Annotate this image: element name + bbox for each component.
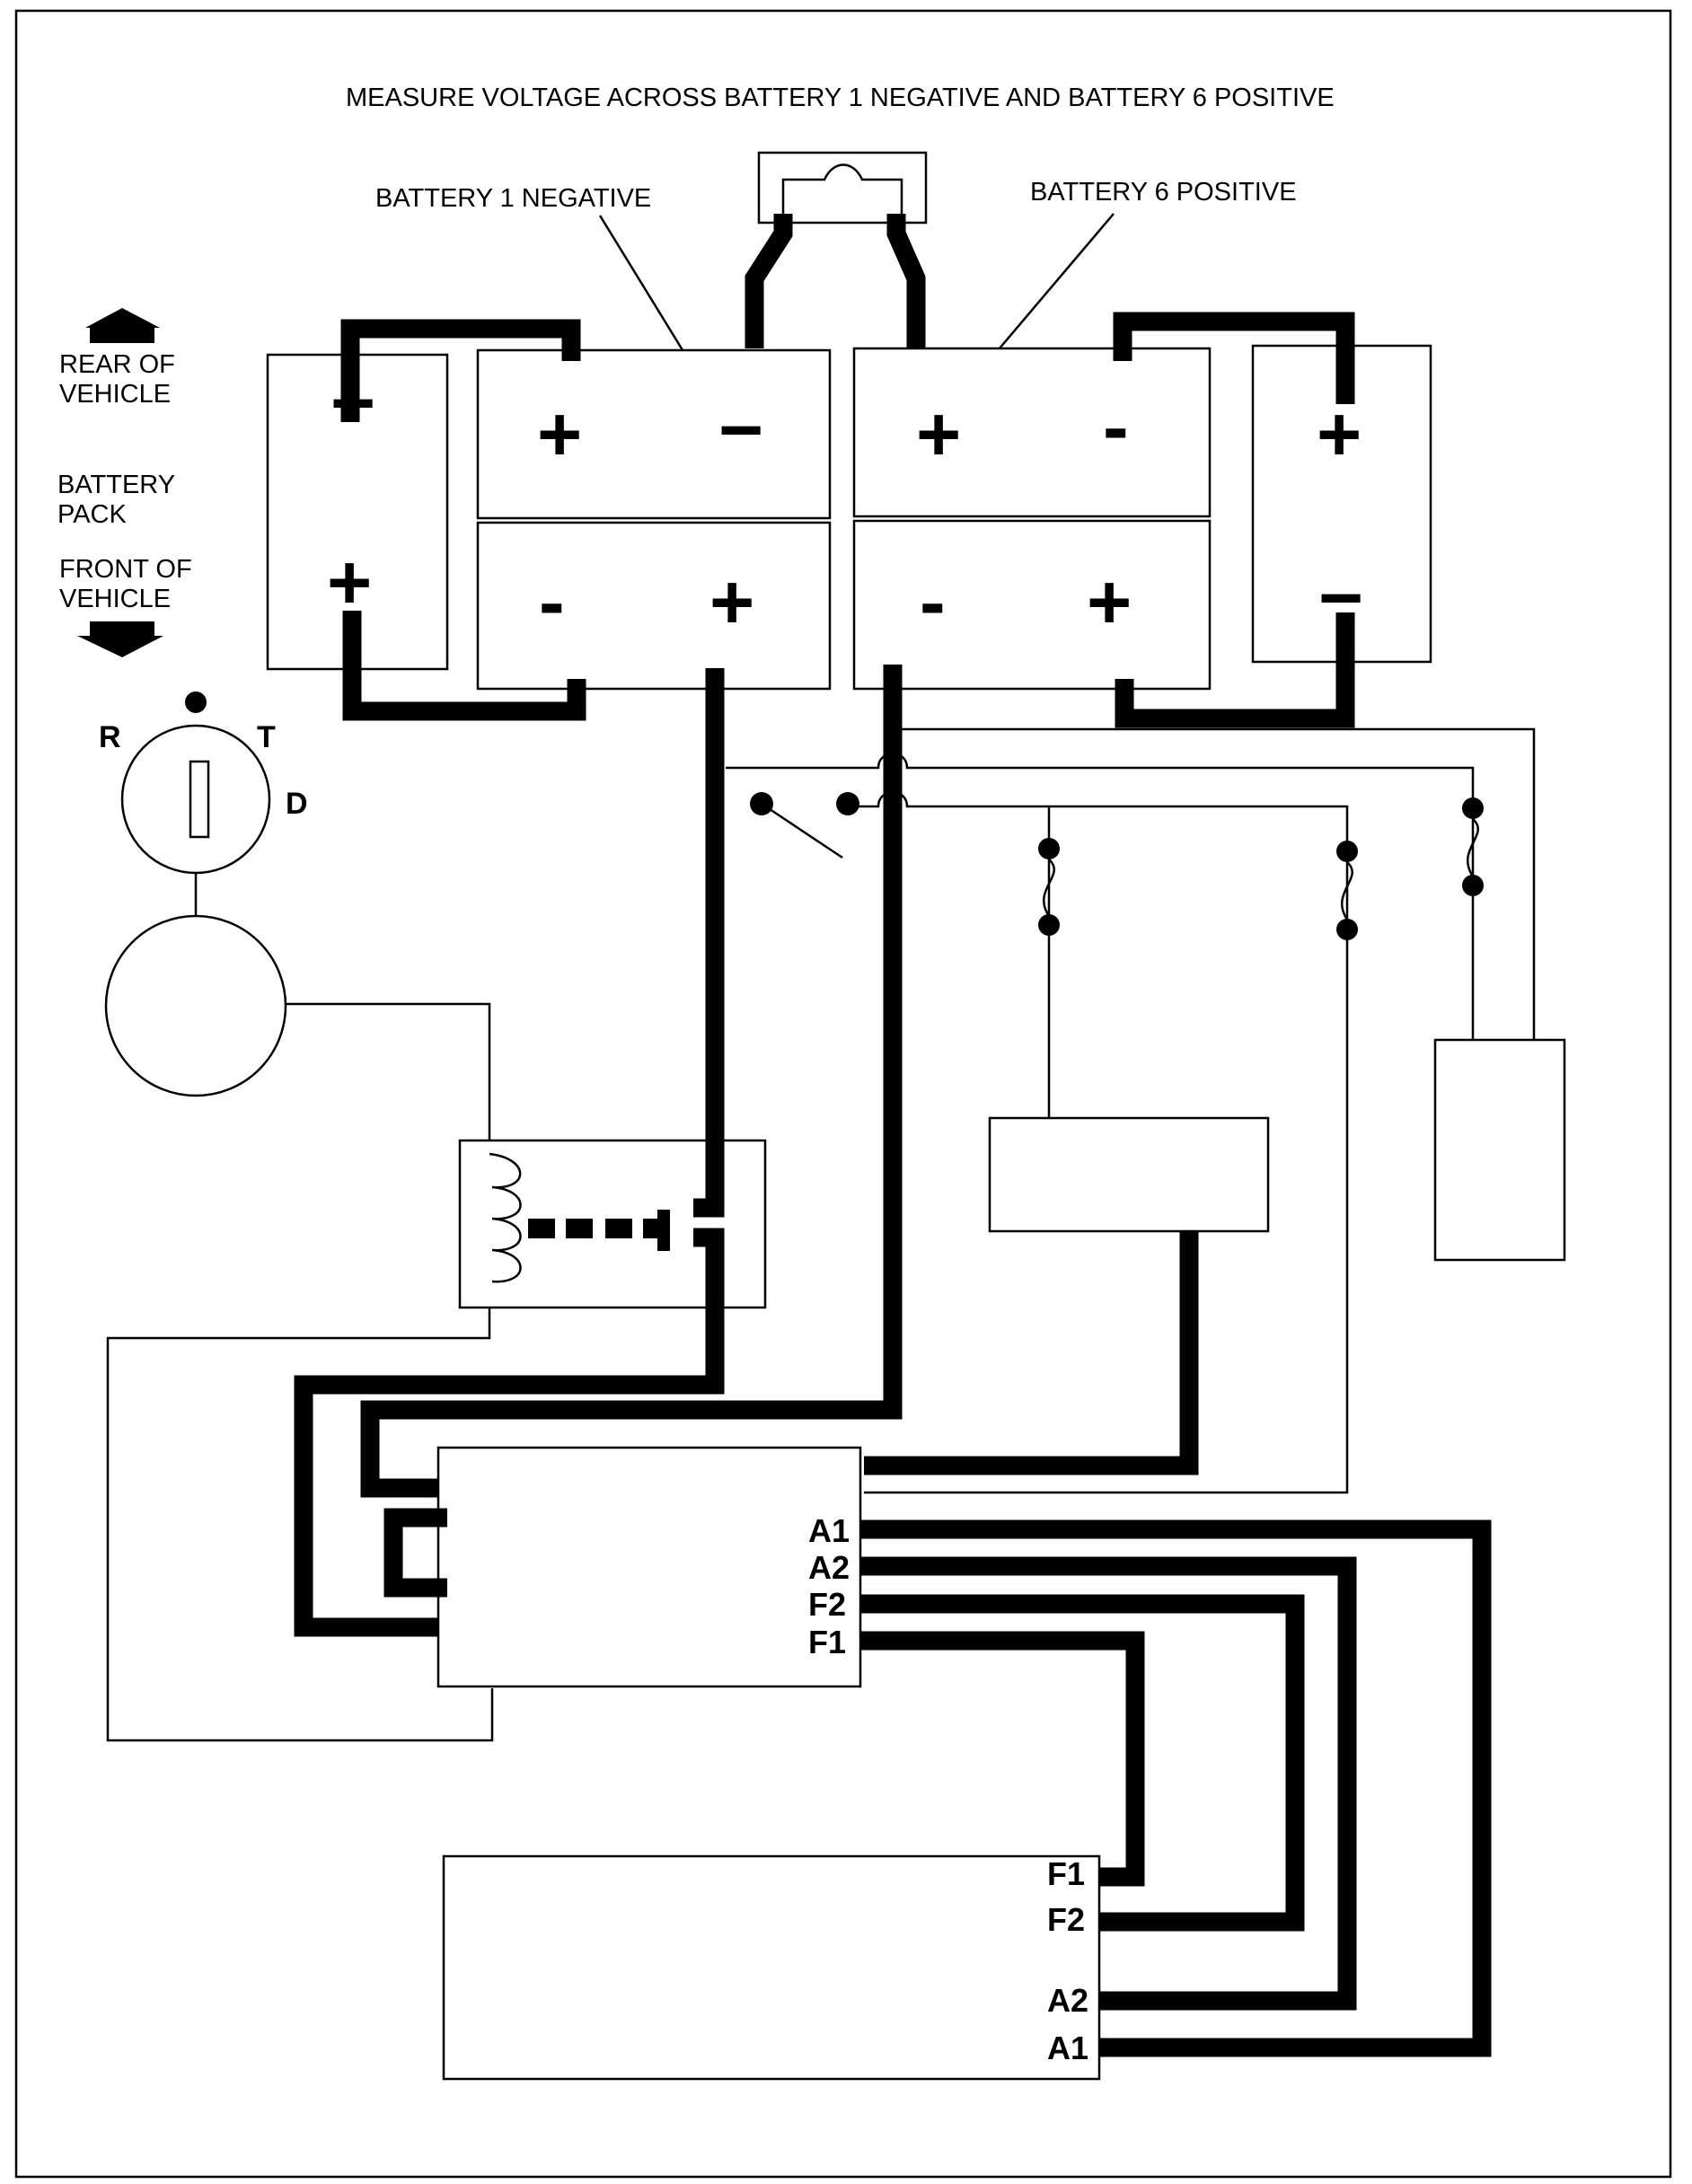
motor-terminal-a2: A2 bbox=[1047, 1982, 1088, 2019]
callout-battery1-negative: BATTERY 1 NEGATIVE bbox=[375, 184, 651, 213]
battery-top-left bbox=[476, 348, 832, 520]
motor-terminal-a1: A1 bbox=[1047, 2030, 1088, 2066]
strap-left-bottom bbox=[342, 611, 586, 721]
diagram-title: MEASURE VOLTAGE ACROSS BATTERY 1 NEGATIV… bbox=[346, 84, 1335, 112]
accessory-box-right bbox=[1433, 1038, 1566, 1262]
rear-label-line2: VEHICLE bbox=[59, 380, 171, 409]
cable-bat-pos bbox=[360, 665, 903, 1498]
motor bbox=[442, 1854, 1101, 2081]
cable-f1 bbox=[860, 1631, 1145, 1887]
sym-right-top: + bbox=[1317, 392, 1362, 478]
cable-f2 bbox=[860, 1594, 1305, 1932]
cable-bat-neg bbox=[693, 668, 725, 1218]
accessory-box-center bbox=[988, 1116, 1270, 1233]
front-label-line1: FRONT OF bbox=[59, 555, 192, 584]
wire-solenoid-bottom bbox=[106, 1308, 494, 1742]
page-frame bbox=[14, 9, 1672, 2179]
strap-right-top bbox=[1113, 312, 1355, 404]
motor-terminal-f1: F1 bbox=[1047, 1855, 1085, 1892]
sym-b3-bottom-right: + bbox=[1087, 559, 1132, 646]
controller-terminal-f1: F1 bbox=[808, 1624, 846, 1660]
sym-b2-top-right: − bbox=[718, 387, 763, 473]
pack-label-line2: PACK bbox=[57, 500, 127, 529]
strap-right-bottom bbox=[1115, 612, 1355, 728]
cable-solenoid-out bbox=[294, 1228, 725, 1637]
sym-left-top: − bbox=[330, 360, 375, 446]
wire-accessory-mid bbox=[726, 753, 1475, 1040]
sym-right-bottom: − bbox=[1318, 555, 1363, 641]
battery-bottom-right bbox=[852, 519, 1212, 691]
sym-b2-top-left: + bbox=[537, 392, 582, 478]
sym-b3-top-right: - bbox=[1103, 384, 1129, 471]
controller-terminal-a2: A2 bbox=[808, 1549, 850, 1586]
sym-left-bottom: + bbox=[327, 540, 372, 626]
front-label-line2: VEHICLE bbox=[59, 585, 171, 613]
wire-accessory-low bbox=[851, 791, 1349, 1494]
key-switch-d: D bbox=[286, 787, 308, 821]
battery-top-right bbox=[852, 347, 1212, 518]
cable-a2 bbox=[860, 1556, 1357, 2011]
inline-fuse-2 bbox=[1336, 841, 1358, 940]
key-switch bbox=[120, 691, 271, 916]
sym-b2-bottom-left: - bbox=[539, 559, 565, 646]
rear-arrow-icon bbox=[85, 308, 160, 343]
wire-switch-to-solenoid bbox=[286, 1002, 491, 1145]
controller-terminal-a1: A1 bbox=[808, 1512, 850, 1549]
key-switch-r: R bbox=[99, 720, 121, 754]
key-switch-t: T bbox=[257, 720, 276, 754]
sym-b2-bottom-right: + bbox=[709, 559, 754, 646]
motor-terminal-f2: F2 bbox=[1047, 1901, 1085, 1938]
controller-terminal-f2: F2 bbox=[808, 1586, 846, 1623]
battery-bottom-left bbox=[476, 521, 832, 691]
wire-accessory-top bbox=[893, 727, 1536, 1040]
strap-left-top bbox=[340, 319, 581, 422]
sym-b3-top-left: + bbox=[916, 392, 961, 478]
key-contact bbox=[750, 792, 859, 859]
cable-accessory-to-controller bbox=[864, 1231, 1199, 1475]
sym-b3-bottom-left: - bbox=[920, 559, 946, 646]
cable-controller-loop bbox=[383, 1508, 447, 1598]
front-arrow-icon bbox=[77, 621, 163, 657]
cable-a1 bbox=[860, 1519, 1492, 2057]
main-fuse bbox=[745, 151, 928, 348]
inline-fuse-1 bbox=[1038, 838, 1060, 936]
callout-battery6-positive: BATTERY 6 POSITIVE bbox=[1030, 178, 1297, 207]
inline-fuse-3 bbox=[1462, 797, 1484, 896]
direction-switch bbox=[104, 914, 287, 1097]
pack-label-line1: BATTERY bbox=[57, 471, 175, 499]
rear-label-line1: REAR OF bbox=[59, 350, 175, 379]
controller bbox=[436, 1446, 862, 1688]
